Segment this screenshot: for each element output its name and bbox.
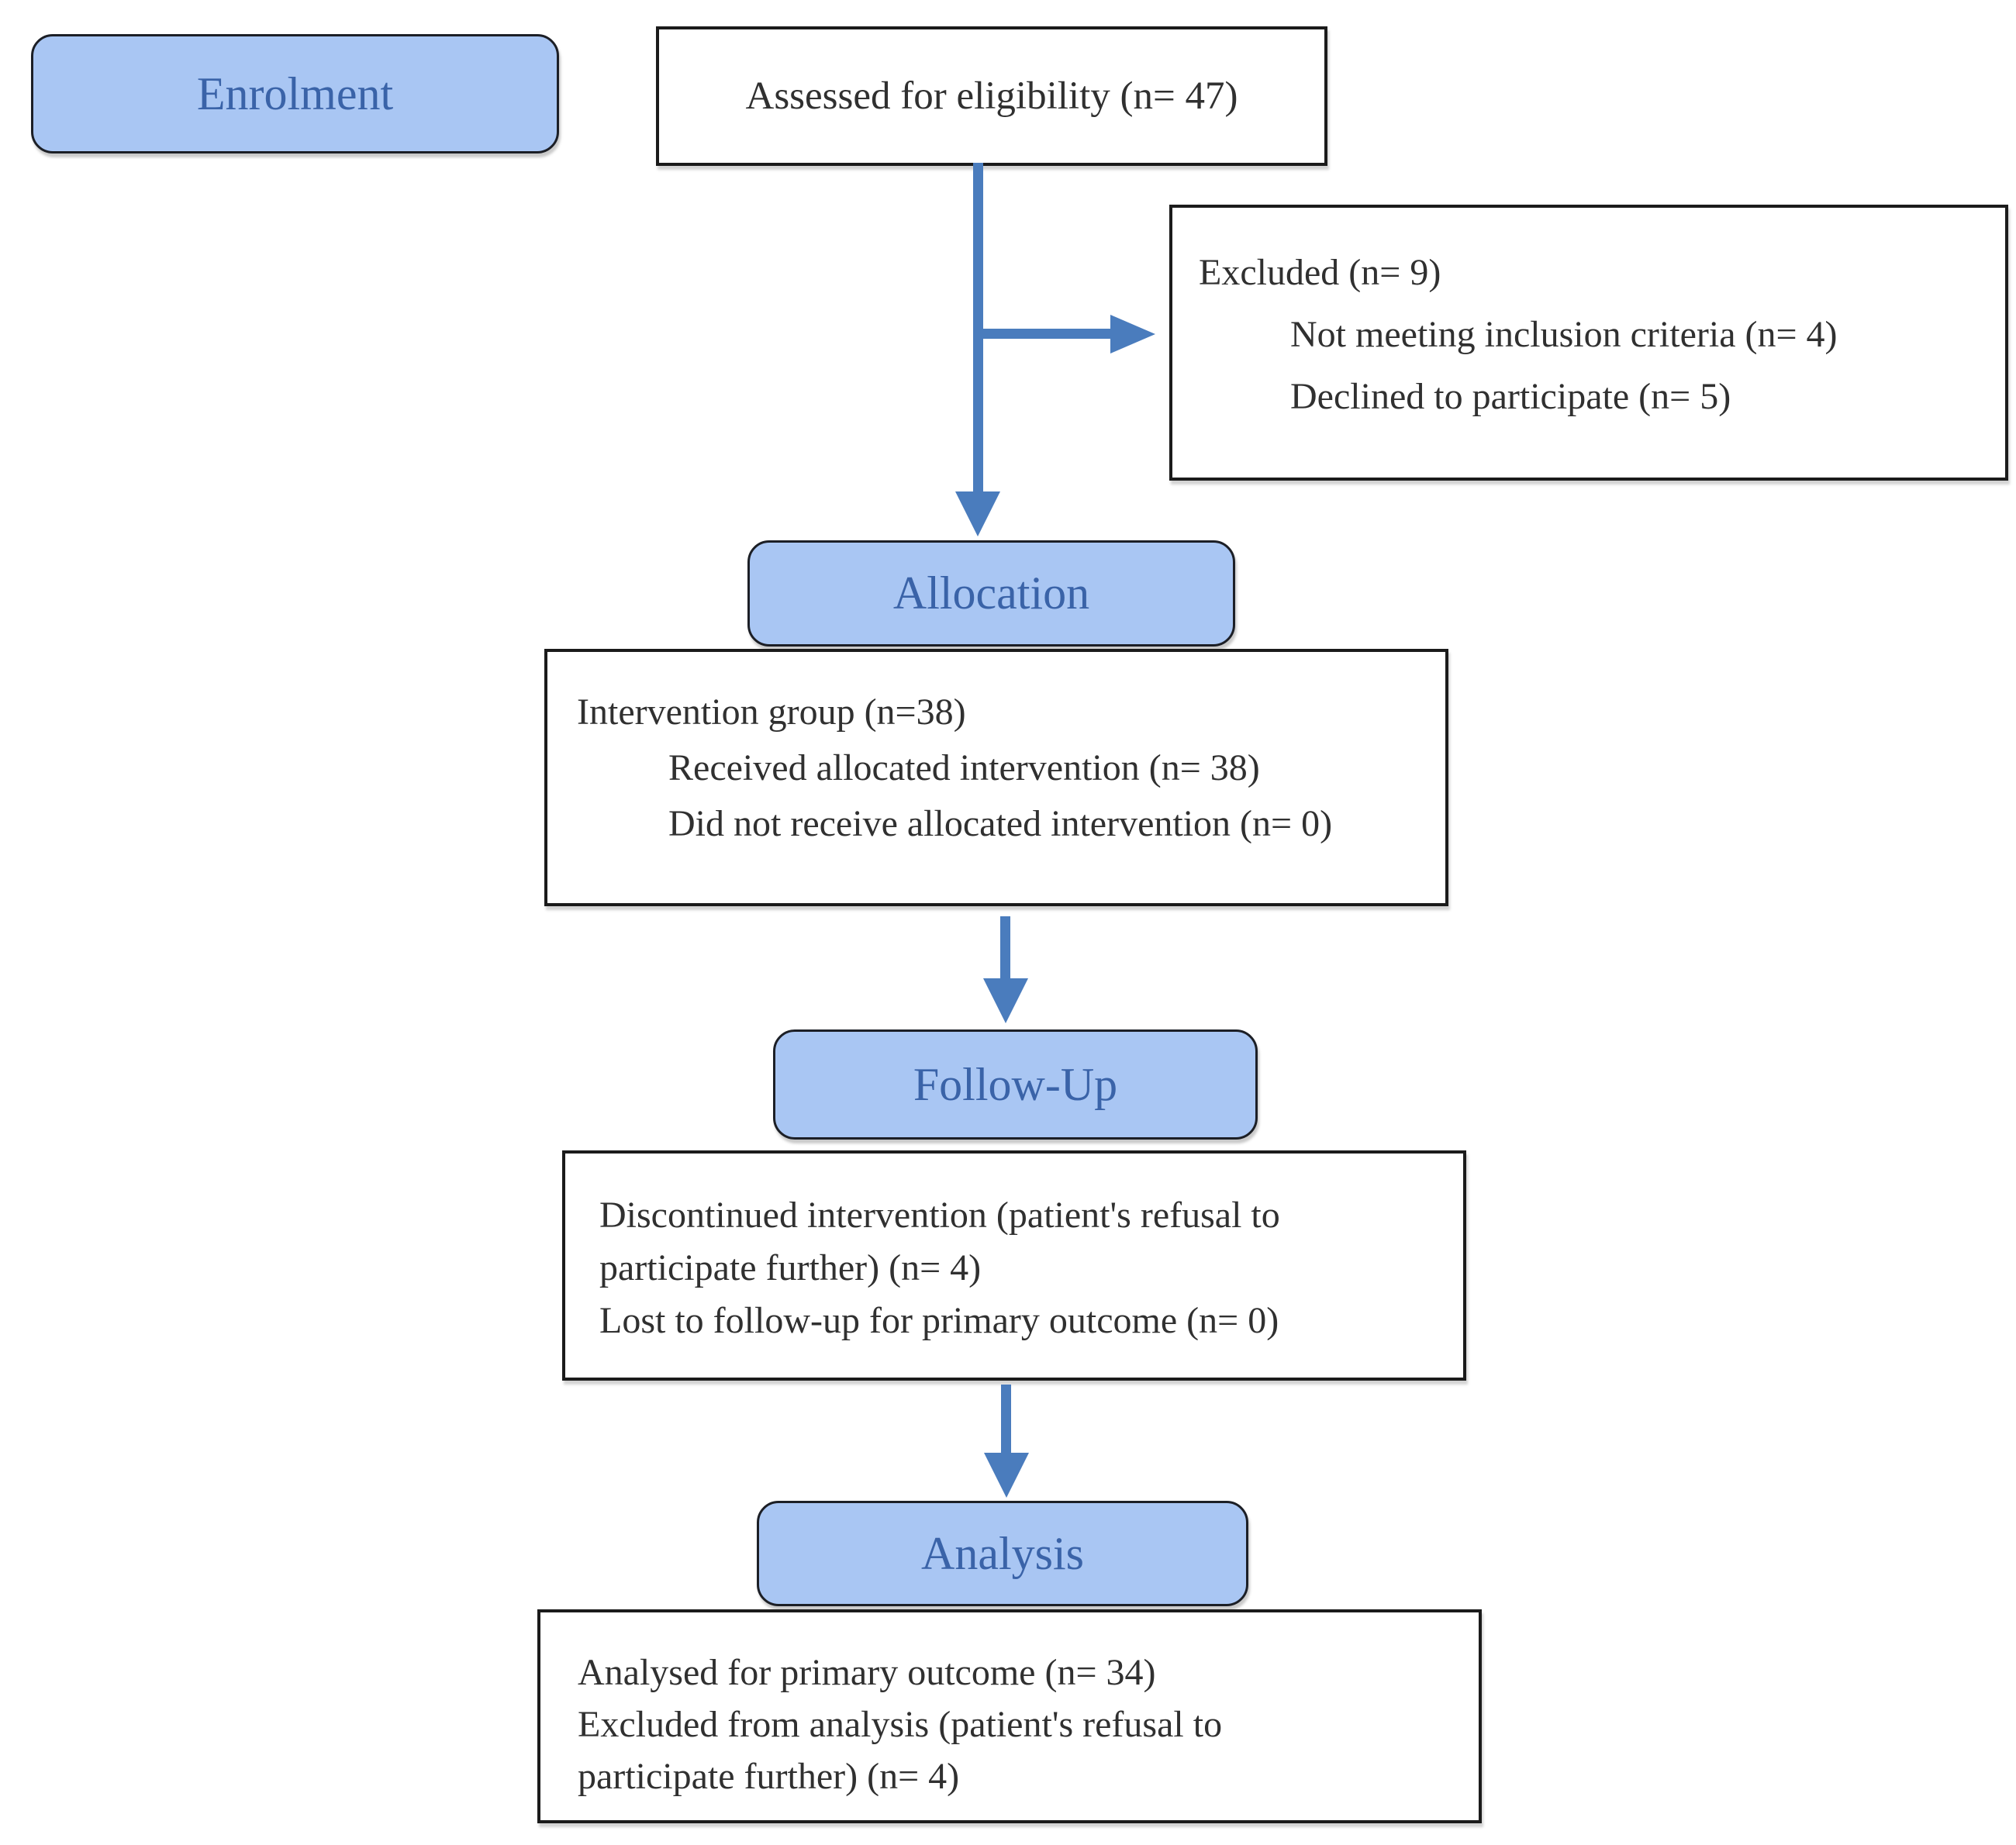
- excluded-line-total: Excluded (n= 9): [1199, 252, 1441, 293]
- excluded-box: Excluded (n= 9) Not meeting inclusion cr…: [1169, 205, 2008, 481]
- arrow-shaft-vertical: [1001, 1385, 1011, 1453]
- arrow-shaft-vertical: [1000, 916, 1010, 978]
- stage-label-allocation-text: Allocation: [892, 567, 1090, 619]
- intervention-line-not-received: Did not receive allocated intervention (…: [668, 803, 1333, 844]
- intervention-line-received: Received allocated intervention (n= 38): [668, 747, 1260, 788]
- excluded-line-declined: Declined to participate (n= 5): [1290, 376, 1731, 417]
- lost-to-followup-line: Lost to follow-up for primary outcome (n…: [599, 1300, 1279, 1341]
- stage-label-followup: Follow-Up: [773, 1029, 1258, 1140]
- stage-label-enrolment: Enrolment: [31, 34, 559, 153]
- stage-label-analysis: Analysis: [757, 1501, 1248, 1606]
- stage-label-analysis-text: Analysis: [921, 1527, 1084, 1579]
- intervention-group-box: Intervention group (n=38) Received alloc…: [544, 649, 1448, 906]
- discontinued-line-1: Discontinued intervention (patient's ref…: [599, 1195, 1280, 1236]
- analysed-line-2: Excluded from analysis (patient's refusa…: [578, 1704, 1223, 1745]
- analysis-outcome-box: Analysed for primary outcome (n= 34) Exc…: [537, 1609, 1482, 1823]
- stage-label-enrolment-text: Enrolment: [196, 67, 394, 119]
- arrow-shaft-horizontal: [973, 329, 1110, 339]
- analysed-line-3: participate further) (n= 4): [578, 1756, 960, 1797]
- arrowhead-down-icon: [983, 978, 1028, 1023]
- discontinued-line-2: participate further) (n= 4): [599, 1247, 982, 1288]
- arrowhead-right-icon: [1110, 315, 1155, 353]
- intervention-line-total: Intervention group (n=38): [577, 691, 966, 733]
- excluded-line-criteria: Not meeting inclusion criteria (n= 4): [1290, 314, 1838, 355]
- analysed-line-1: Analysed for primary outcome (n= 34): [578, 1652, 1156, 1693]
- assessed-for-eligibility-box: Assessed for eligibility (n= 47): [656, 26, 1327, 166]
- arrowhead-down-icon: [984, 1453, 1029, 1498]
- assessed-text: Assessed for eligibility (n= 47): [745, 74, 1238, 118]
- followup-outcome-box: Discontinued intervention (patient's ref…: [562, 1150, 1466, 1381]
- stage-label-allocation: Allocation: [747, 540, 1235, 647]
- arrow-shaft-vertical: [973, 163, 983, 491]
- stage-label-followup-text: Follow-Up: [913, 1058, 1118, 1110]
- arrowhead-down-icon: [955, 491, 1000, 536]
